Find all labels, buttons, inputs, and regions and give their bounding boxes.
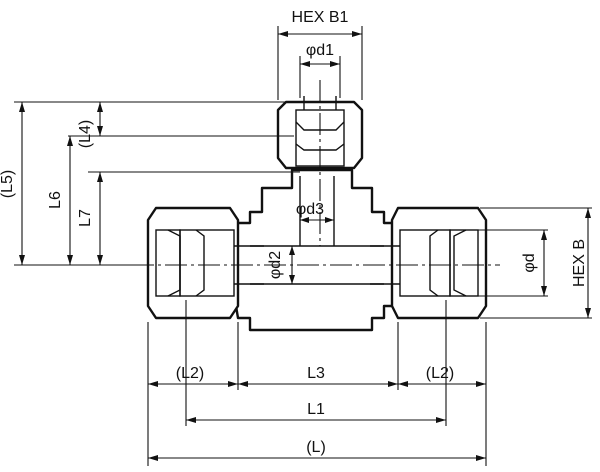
label-l1: L1 — [307, 401, 325, 418]
right-nut — [390, 206, 488, 320]
label-l7: L7 — [77, 209, 94, 227]
label-d2: φd2 — [267, 251, 284, 279]
extension-lines — [14, 26, 592, 466]
tee-body — [234, 168, 400, 332]
dimension-lines — [19, 31, 591, 461]
label-l5: (L5) — [0, 170, 16, 198]
internal-details — [155, 96, 479, 297]
left-nut — [146, 206, 240, 320]
label-l4: (L4) — [77, 120, 94, 148]
label-l: (L) — [306, 439, 326, 456]
label-l2-left: (L2) — [176, 365, 204, 382]
label-l3: L3 — [307, 365, 325, 382]
label-d: φd — [521, 253, 538, 272]
dimension-labels: HEX B1 φd1 (L5) (L4) L6 L7 φd3 φd2 φd HE… — [0, 9, 588, 456]
label-d3: φd3 — [296, 201, 324, 218]
label-hex-b: HEX B — [571, 239, 588, 287]
label-l2-right: (L2) — [426, 365, 454, 382]
label-l6: L6 — [47, 191, 64, 209]
fitting-body — [146, 100, 488, 332]
center-lines — [132, 80, 500, 266]
label-hex-b1: HEX B1 — [292, 9, 349, 26]
label-d1: φd1 — [306, 42, 334, 59]
